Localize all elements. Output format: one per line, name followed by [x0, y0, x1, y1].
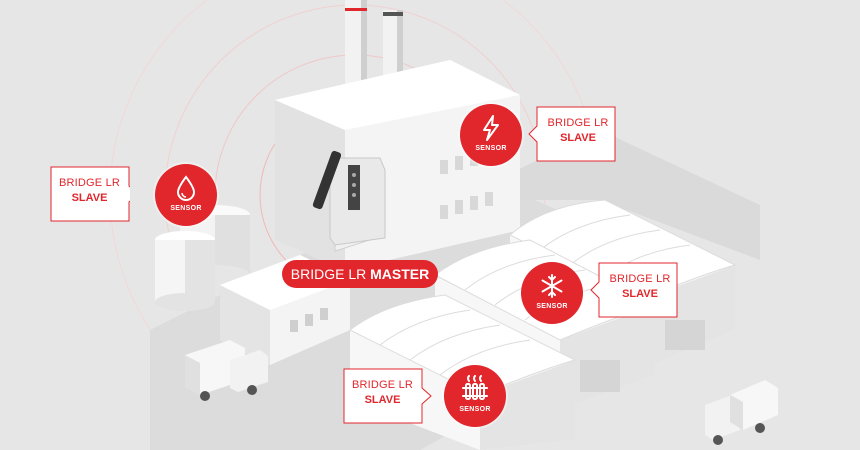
- lightning-bolt-icon: [483, 115, 499, 141]
- master-prefix: BRIDGE LR: [290, 266, 371, 282]
- slave-tag-line2: SLAVE: [71, 192, 108, 204]
- slave-tag-line1: BRIDGE LR: [609, 273, 671, 285]
- sensor-label: SENSOR: [536, 303, 568, 310]
- sensor-heating: SENSOR: [444, 365, 506, 427]
- water-drop-icon: [176, 175, 196, 201]
- slave-tag-line1: BRIDGE LR: [351, 379, 414, 391]
- sensor-cold: SENSOR: [521, 262, 583, 324]
- slave-tag-line2: SLAVE: [560, 132, 596, 144]
- sensor-water: SENSOR: [155, 164, 217, 226]
- bridge-device: [312, 150, 386, 252]
- slave-tag-line1: BRIDGE LR: [58, 177, 121, 189]
- slave-tag-line2: SLAVE: [364, 394, 401, 406]
- slave-tag-top-right: BRIDGE LR SLAVE: [528, 106, 616, 162]
- slave-tag-left: BRIDGE LR SLAVE: [50, 166, 130, 222]
- master-strong: MASTER: [370, 266, 430, 282]
- sensor-energy: SENSOR: [460, 104, 522, 166]
- sensor-label: SENSOR: [459, 406, 491, 413]
- slave-tag-bottom: BRIDGE LR SLAVE: [343, 368, 432, 424]
- slave-tag-line2: SLAVE: [622, 288, 658, 300]
- snowflake-icon: [541, 274, 563, 298]
- sensor-label: SENSOR: [475, 145, 507, 152]
- slave-tag-line1: BRIDGE LR: [547, 117, 609, 129]
- truck-right: [705, 380, 778, 445]
- slave-tag-middle-right: BRIDGE LR SLAVE: [590, 262, 678, 318]
- bridge-master-badge: BRIDGE LR MASTER: [282, 260, 438, 288]
- sensor-label: SENSOR: [170, 205, 202, 212]
- truck-left: [185, 340, 268, 401]
- radiator-icon: [462, 375, 488, 400]
